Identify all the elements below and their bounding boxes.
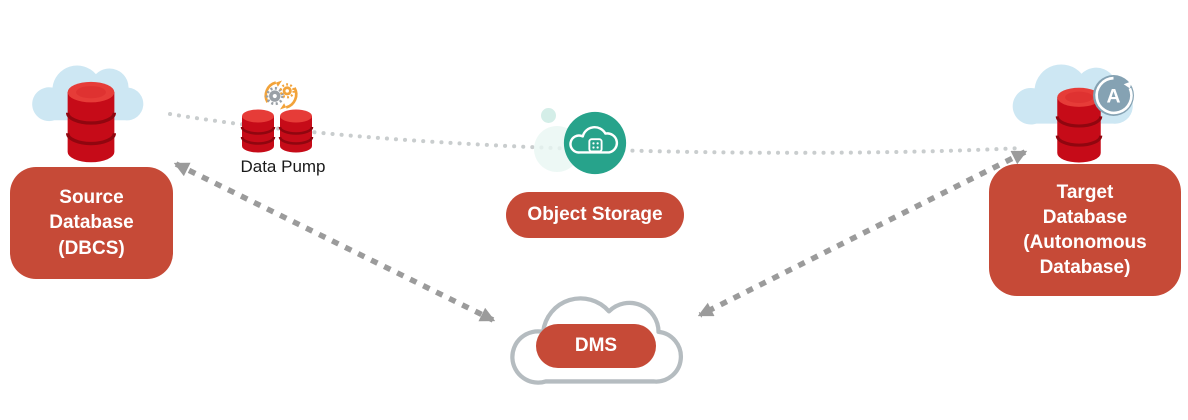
- dms-node: DMS: [536, 324, 656, 368]
- source-database-icon: [65, 81, 117, 163]
- target-database-node: Target Database (Autonomous Database): [989, 164, 1181, 296]
- object-storage-bubble-small: [541, 108, 556, 123]
- source-dms-arrow: [173, 161, 496, 323]
- data-pump-icon: [264, 80, 298, 110]
- source-database-node: Source Database (DBCS): [10, 167, 173, 279]
- data-pump-label: Data Pump: [240, 157, 326, 176]
- target-dms-arrow: [697, 149, 1028, 318]
- object-storage-icon: [563, 111, 627, 175]
- object-storage-node: Object Storage: [506, 192, 684, 238]
- autonomous-letter: A: [1106, 86, 1120, 108]
- data-pump-database-icons: [240, 109, 314, 153]
- target-database-icon: [1055, 87, 1103, 163]
- autonomous-icon: A: [1093, 75, 1134, 116]
